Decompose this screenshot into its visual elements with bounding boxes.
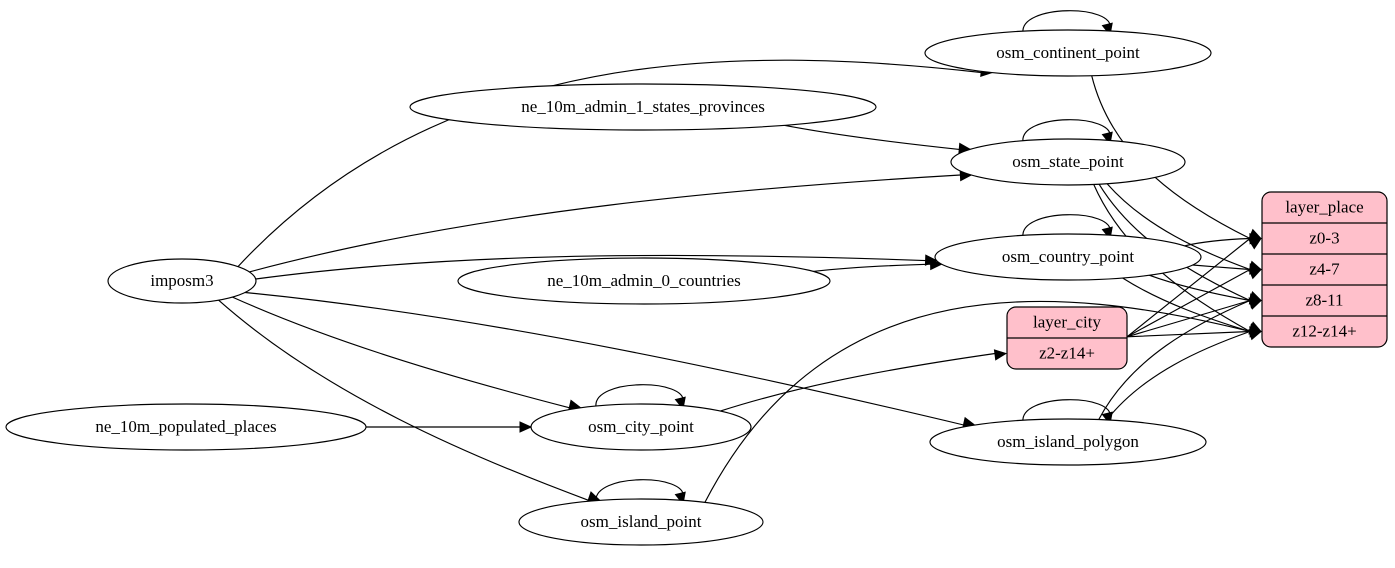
edge-imposm3-to-osm_state_point <box>249 169 973 273</box>
node-ne_10m_populated_places[interactable]: ne_10m_populated_places <box>5 403 367 451</box>
record-row-layer_place-z8-11[interactable]: z8-11 <box>1305 290 1343 309</box>
node-label-ne_10m_populated_places: ne_10m_populated_places <box>95 417 276 436</box>
node-shape-imposm3 <box>107 258 257 304</box>
node-ne_10m_admin_1_states_provinces[interactable]: ne_10m_admin_1_states_provinces <box>409 83 877 131</box>
nodes-layer: imposm3 ne_10m_populated_places ne_10m_adm… <box>5 29 1212 546</box>
record-row-layer_place-z4-7[interactable]: z4-7 <box>1309 259 1340 278</box>
node-label-imposm3: imposm3 <box>150 271 213 290</box>
record-row-layer_place-z12-z14plus[interactable]: z12-z14+ <box>1292 321 1356 340</box>
record-box-layer_place <box>1261 191 1388 348</box>
node-label-osm_country_point: osm_country_point <box>1002 247 1134 266</box>
edge-osm_city_point-to-layer_city_z2-z14_ <box>720 349 1008 412</box>
edge-layer_city-to-layer_place_z4-7 <box>1126 268 1263 338</box>
record-node-layer_place[interactable]: layer_place z0-3 z4-7 z8-11 z12-z14+ <box>1261 191 1388 348</box>
node-label-osm_continent_point: osm_continent_point <box>996 43 1140 62</box>
records-layer: layer_place z0-3 z4-7 z8-11 z12-z14+ layer_ci… <box>1006 191 1388 370</box>
node-osm_island_point[interactable]: osm_island_point <box>518 498 764 546</box>
node-shape-ne_10m_populated_places <box>5 403 367 451</box>
node-shape-osm_state_point <box>950 138 1186 186</box>
node-label-osm_island_point: osm_island_point <box>581 512 702 531</box>
edge-imposm3-to-osm_city_point <box>232 296 582 411</box>
node-shape-osm_continent_point <box>924 29 1212 77</box>
edge-osm_island_polygon-to-layer_place_z12-z14_ <box>1106 329 1263 421</box>
node-imposm3[interactable]: imposm3 <box>107 258 257 304</box>
record-node-layer_city[interactable]: layer_city z2-z14+ <box>1006 306 1128 370</box>
node-osm_country_point[interactable]: osm_country_point <box>934 233 1202 281</box>
node-label-ne_10m_admin_1_states_provinces: ne_10m_admin_1_states_provinces <box>521 97 765 116</box>
node-shape-ne_10m_admin_0_countries <box>457 257 831 305</box>
edge-osm_island_point-to-layer_place_z12-z14_ <box>704 300 1263 503</box>
node-label-osm_island_polygon: osm_island_polygon <box>997 432 1139 451</box>
edge-layer_city-to-layer_place_z8-11 <box>1126 297 1263 338</box>
node-shape-osm_city_point <box>530 403 752 451</box>
node-shape-osm_island_polygon <box>929 418 1207 466</box>
edge-layer_city-to-layer_place_z0-3 <box>1126 237 1263 338</box>
edge-osm_country_point-to-layer_place_z8-11 <box>1149 274 1263 305</box>
node-osm_state_point[interactable]: osm_state_point <box>950 138 1186 186</box>
node-osm_city_point[interactable]: osm_city_point <box>530 403 752 451</box>
node-osm_island_polygon[interactable]: osm_island_polygon <box>929 418 1207 466</box>
edge-ne_10m_admin_1_states_provinces-to-osm_state_point <box>784 124 972 155</box>
node-label-osm_state_point: osm_state_point <box>1012 152 1124 171</box>
node-osm_continent_point[interactable]: osm_continent_point <box>924 29 1212 77</box>
edge-ne_10m_admin_0_countries-to-osm_country_point <box>813 258 943 272</box>
node-label-osm_city_point: osm_city_point <box>588 417 694 436</box>
node-ne_10m_admin_0_countries[interactable]: ne_10m_admin_0_countries <box>457 257 831 305</box>
node-shape-osm_island_point <box>518 498 764 546</box>
record-header-layer_city: layer_city <box>1033 312 1101 331</box>
edge-ne_10m_populated_places-to-osm_city_point <box>366 421 533 433</box>
node-shape-ne_10m_admin_1_states_provinces <box>409 83 877 131</box>
node-label-ne_10m_admin_0_countries: ne_10m_admin_0_countries <box>547 271 741 290</box>
record-row-layer_city-z2-z14plus[interactable]: z2-z14+ <box>1039 343 1095 362</box>
record-header-layer_place: layer_place <box>1285 197 1363 216</box>
node-shape-osm_country_point <box>934 233 1202 281</box>
edge-layer_city-to-layer_place_z12-z14_ <box>1126 326 1263 338</box>
record-row-layer_place-z0-3[interactable]: z0-3 <box>1309 228 1339 247</box>
